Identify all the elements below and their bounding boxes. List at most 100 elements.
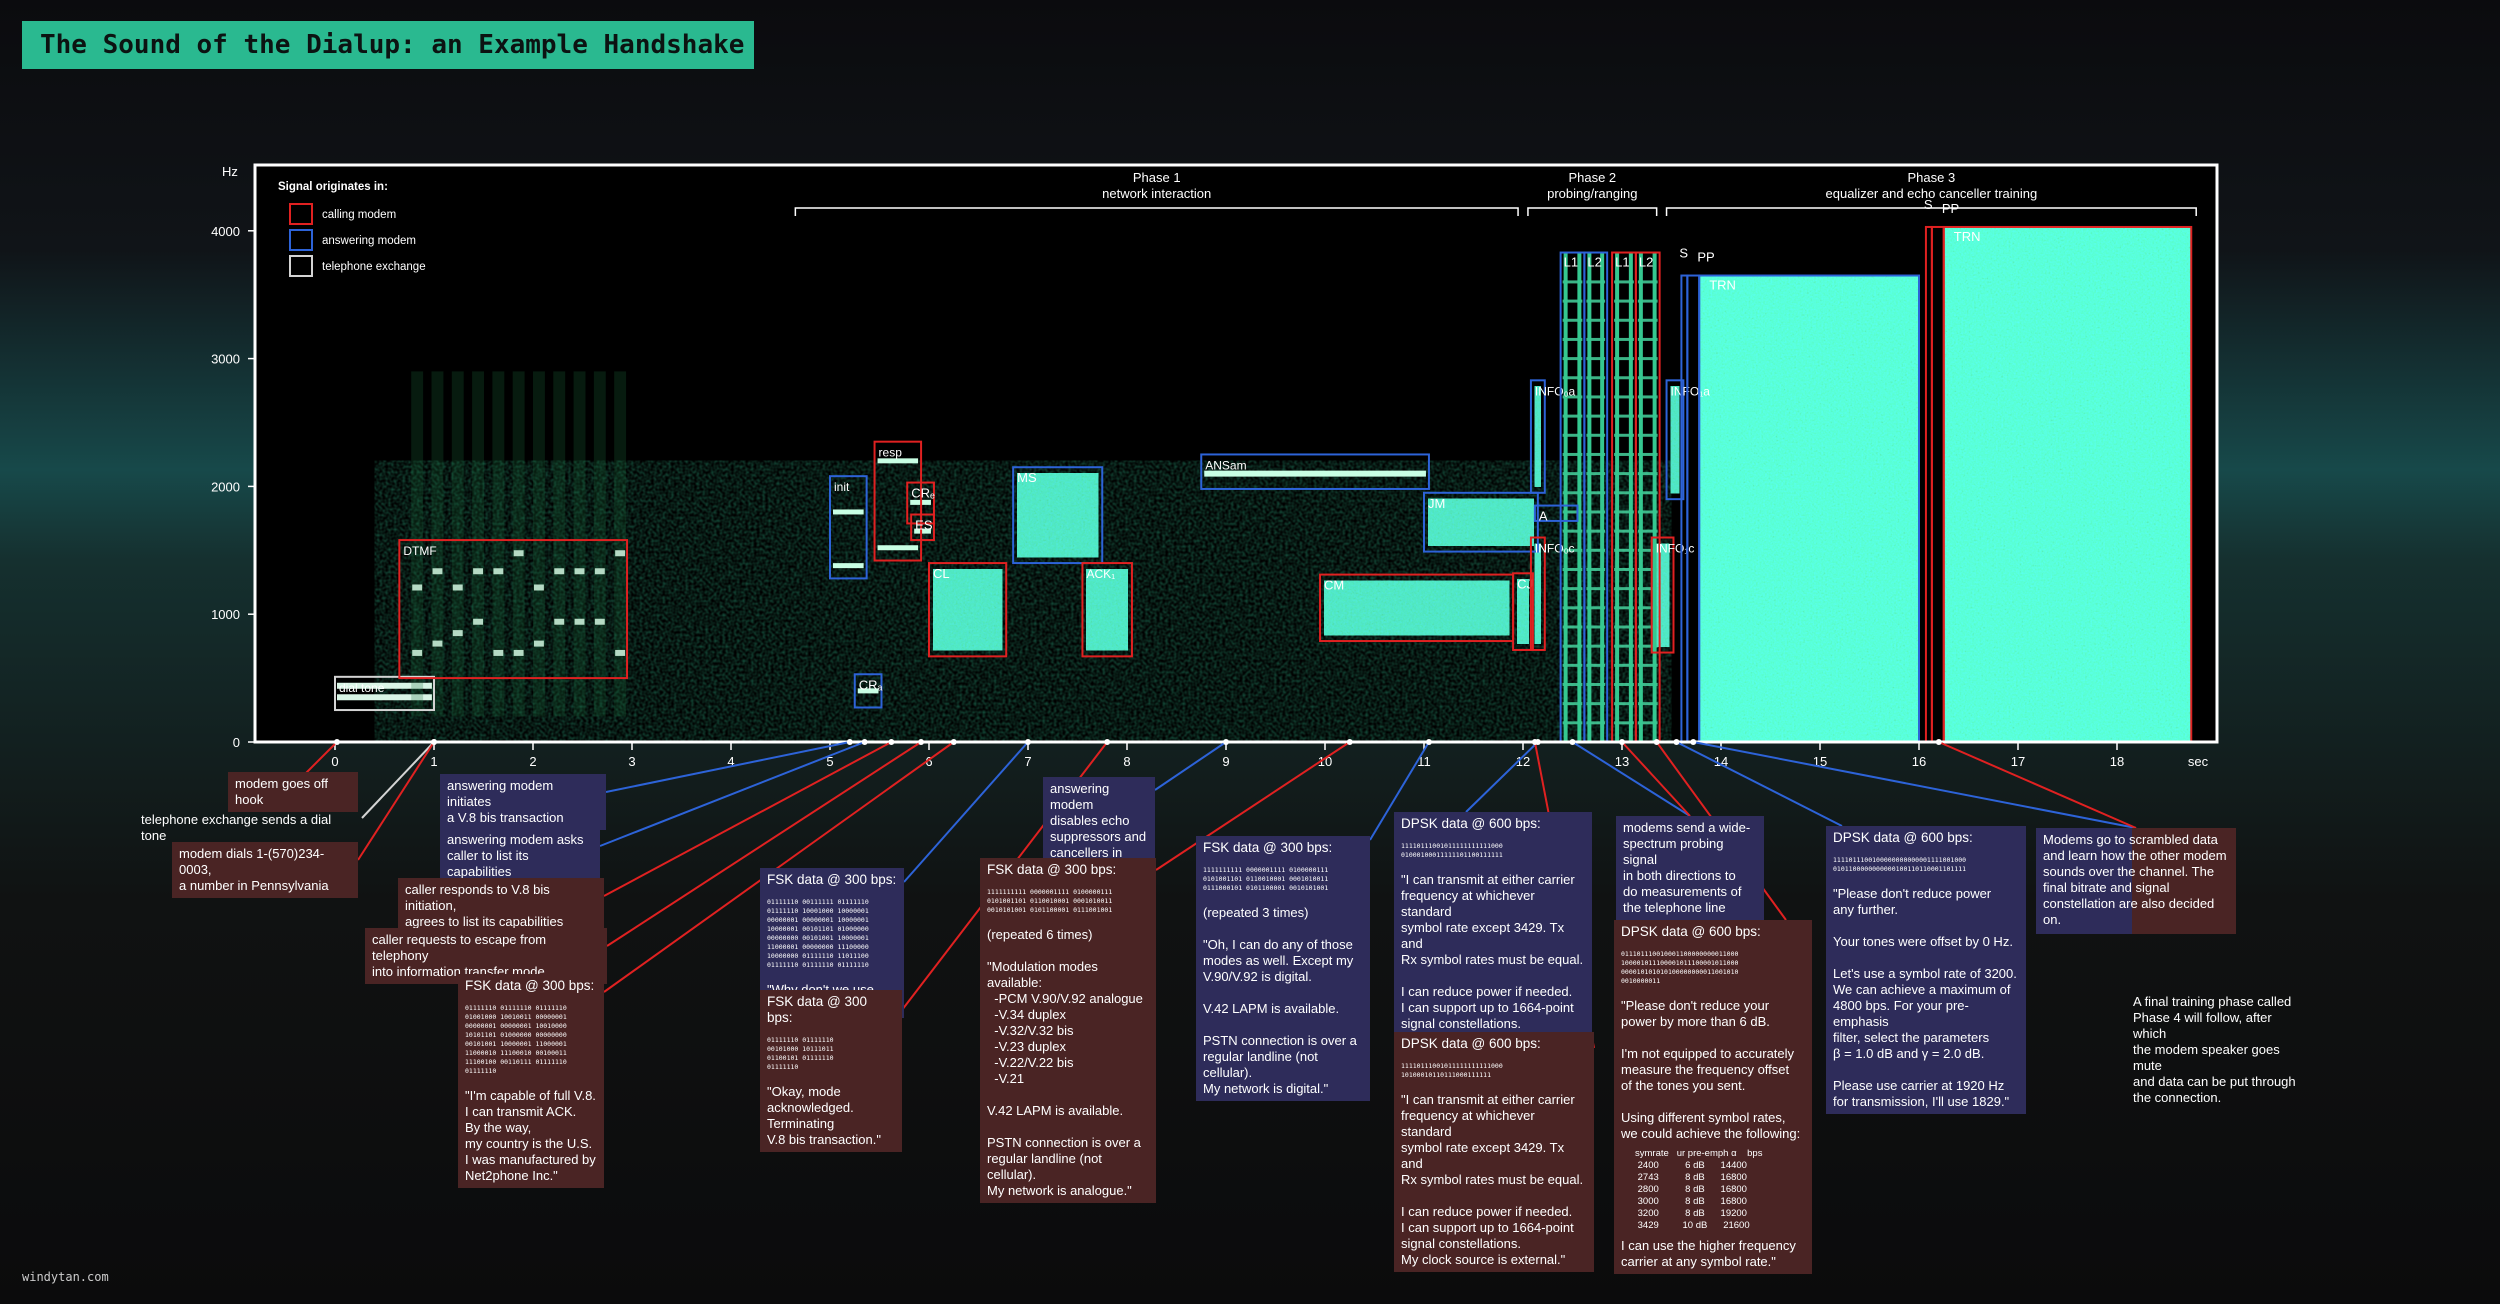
annotation-a20: A final training phase called Phase 4 wi… <box>2126 990 2306 1110</box>
leader-dot <box>333 739 340 745</box>
probe-tone <box>1562 491 1583 495</box>
dtmf-harmonic-smear <box>614 371 627 717</box>
probe-tone <box>1586 702 1606 706</box>
annotation-a19: Modems go to scrambled data and learn ho… <box>2036 828 2236 934</box>
x-tick-label: 5 <box>826 754 833 769</box>
probe-tone <box>1562 376 1583 380</box>
dtmf-harmonic-smear <box>512 371 525 717</box>
cra-tone <box>857 688 879 694</box>
signal-label: resp <box>879 446 903 460</box>
signal-box <box>829 475 868 580</box>
signal-box <box>1665 379 1685 501</box>
probe-tone <box>1637 510 1658 514</box>
probe-tone <box>1562 529 1583 533</box>
dtmf-harmonic-smear <box>451 371 464 717</box>
annotation-bits: 1111111111 0000001111 0100000111 0101001… <box>987 888 1113 914</box>
leader-dot <box>1346 739 1353 745</box>
phase-title: Phase 1 <box>1133 170 1181 185</box>
leader-dot <box>1935 739 1942 745</box>
signal-box <box>1529 379 1546 494</box>
y-tick-label: 3000 <box>211 352 240 367</box>
probe-tone <box>1614 433 1634 437</box>
dtmf-tone-low <box>493 649 504 656</box>
legend-swatch <box>289 203 313 225</box>
probe-tone <box>1586 567 1606 571</box>
annotation-a02: telephone exchange sends a dial tone <box>134 808 364 848</box>
dtmf-harmonic-smear <box>593 371 606 717</box>
annotation-heading: DPSK data @ 600 bps: <box>1401 816 1541 831</box>
dtmf-tone-high <box>533 584 544 591</box>
phase-subtitle: probing/ranging <box>1547 186 1637 201</box>
annotation-text: answering modem asks caller to list its … <box>447 832 584 879</box>
dtmf-tone-high <box>452 584 463 591</box>
x-tick-label: 7 <box>1024 754 1031 769</box>
x-tick-label: 16 <box>1912 754 1926 769</box>
annotation-text: answering modem initiates a V.8 bis tran… <box>447 778 564 825</box>
probe-tone <box>1586 721 1606 725</box>
leader-a11 <box>1154 741 1227 791</box>
resp-tone-low <box>877 545 919 551</box>
legend-label: calling modem <box>322 209 396 221</box>
dtmf-harmonic-smear <box>492 371 505 717</box>
annotation-text: Modems go to scrambled data and learn ho… <box>2043 832 2227 927</box>
probe-tone <box>1586 376 1606 380</box>
probe-tone <box>1614 357 1634 361</box>
leader-a12 <box>1155 741 1351 871</box>
signal-label: dial tone <box>339 681 385 695</box>
dtmf-tone-low <box>412 649 423 656</box>
signal-label: INFO₁c <box>1656 542 1695 556</box>
annotation-body: (repeated 6 times) "Modulation modes ava… <box>987 927 1143 1198</box>
probe-tone <box>1586 682 1606 686</box>
annotation-a04: answering modem initiates a V.8 bis tran… <box>440 774 606 830</box>
signal-box <box>398 539 629 680</box>
probe-tone <box>1586 510 1606 514</box>
x-tick-label: 10 <box>1318 754 1332 769</box>
probe-edge <box>1577 252 1582 742</box>
y-tick-label: 2000 <box>211 479 240 494</box>
probe-tone <box>1586 644 1606 648</box>
signal-box <box>1200 453 1430 490</box>
probe-tone <box>1562 433 1583 437</box>
probe-tone <box>1586 606 1606 610</box>
probe-tone <box>1614 663 1634 667</box>
x-tick-label: 17 <box>2011 754 2025 769</box>
probe-tone <box>1637 280 1658 284</box>
probe-tone <box>1614 625 1634 629</box>
dtmf-harmonic-smear <box>573 371 586 717</box>
probe-tone <box>1614 395 1634 399</box>
leader-dot <box>1690 739 1697 745</box>
signal-label: init <box>834 480 850 494</box>
fsk-data-11 <box>1324 580 1510 636</box>
ansam-tone <box>1204 470 1426 477</box>
phase-bracket <box>1665 207 2197 216</box>
probe-tone <box>1586 548 1606 552</box>
legend-swatch <box>289 229 313 251</box>
leader-a03 <box>357 741 435 861</box>
leader-dot <box>1673 739 1680 745</box>
probe-tone <box>1586 299 1606 303</box>
annotation-heading: FSK data @ 300 bps: <box>767 872 897 887</box>
leader-a18 <box>1675 741 1843 827</box>
probe-tone <box>1614 529 1634 533</box>
phase-bracket <box>1527 207 1658 216</box>
info1c-block <box>1655 543 1670 647</box>
signal-box <box>1512 572 1534 651</box>
probe-tone <box>1586 433 1606 437</box>
dtmf-tone-low <box>513 649 524 656</box>
probe-tone <box>1637 721 1658 725</box>
probe-tone <box>1637 567 1658 571</box>
x-tick-label: 3 <box>628 754 635 769</box>
signal-box <box>853 673 883 709</box>
fsk-data-9 <box>1086 569 1128 651</box>
signal-label: TRN <box>1709 278 1736 293</box>
dtmf-tone-low <box>533 640 544 647</box>
annotation-text: telephone exchange sends a dial tone <box>141 812 335 843</box>
probe-tone <box>1614 721 1634 725</box>
probe-tone <box>1637 472 1658 476</box>
credit-text: windytan.com <box>22 1270 109 1284</box>
annotation-body: "I can transmit at either carrier freque… <box>1401 872 1584 1047</box>
signal-box <box>1529 536 1546 651</box>
x-tick-label: 13 <box>1615 754 1629 769</box>
signal-label: CRₑ <box>911 486 935 501</box>
signal-label: DTMF <box>403 544 436 558</box>
